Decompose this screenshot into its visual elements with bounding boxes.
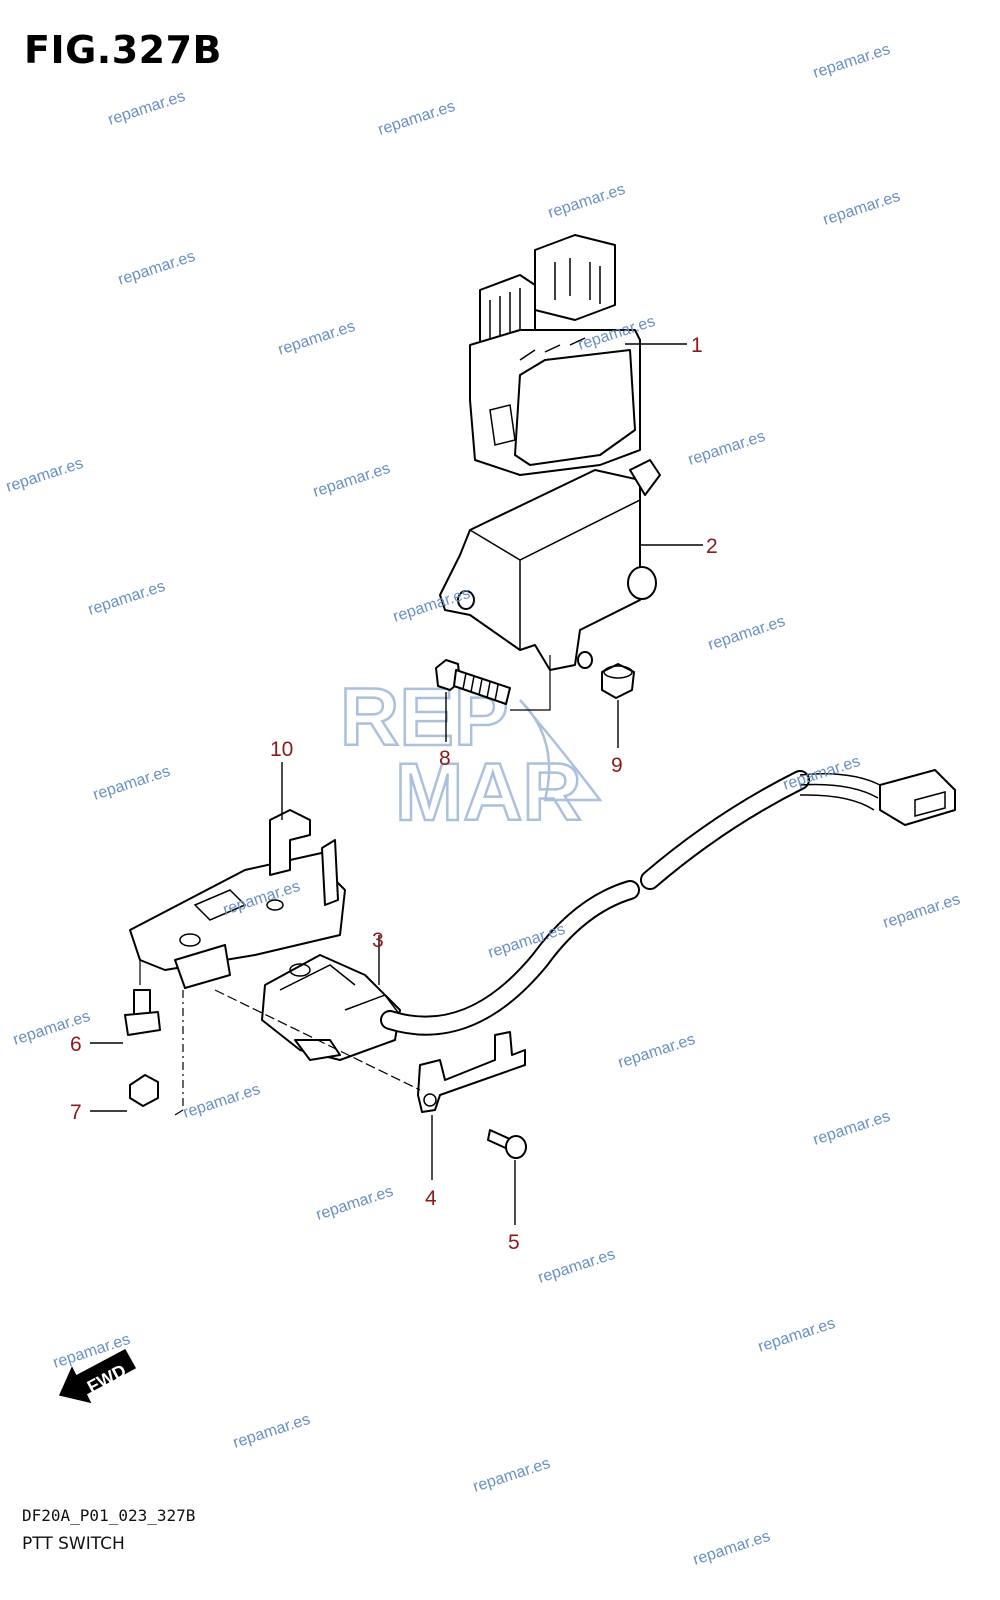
logo-sail-icon bbox=[519, 699, 603, 802]
part-9-collar bbox=[601, 663, 635, 699]
watermark: repamar.es bbox=[691, 1528, 772, 1569]
watermark: repamar.es bbox=[811, 1108, 892, 1149]
callout-10: 10 bbox=[270, 738, 293, 761]
watermark: repamar.es bbox=[811, 41, 892, 82]
watermark: repamar.es bbox=[756, 1315, 837, 1356]
callout-9: 9 bbox=[611, 754, 623, 777]
callout-7: 7 bbox=[70, 1101, 82, 1124]
part-5-screw bbox=[487, 1129, 527, 1159]
callout-8: 8 bbox=[439, 747, 451, 770]
figure-code: DF20A_P01_023_327B bbox=[22, 1506, 196, 1525]
assembly-lines bbox=[139, 655, 551, 1116]
watermark: repamar.es bbox=[536, 1246, 617, 1287]
watermark: repamar.es bbox=[706, 613, 787, 654]
watermark: repamar.es bbox=[376, 98, 457, 139]
callout-6: 6 bbox=[70, 1033, 82, 1056]
part-2-bracket-box bbox=[439, 459, 661, 671]
watermark: repamar.es bbox=[546, 181, 627, 222]
watermark: repamar.es bbox=[686, 428, 767, 469]
watermark: repamar.es bbox=[91, 763, 172, 804]
part-1-controller bbox=[469, 234, 641, 476]
callout-1: 1 bbox=[691, 334, 703, 357]
watermark: repamar.es bbox=[821, 188, 902, 229]
watermark: repamar.es bbox=[4, 455, 85, 496]
part-4-small-bracket bbox=[417, 1031, 526, 1113]
watermark-logo: REP MAR bbox=[339, 671, 603, 839]
part-7-nut bbox=[129, 1074, 159, 1107]
watermark: repamar.es bbox=[314, 1183, 395, 1224]
watermark: repamar.es bbox=[106, 88, 187, 129]
figure-caption: PTT SWITCH bbox=[22, 1534, 125, 1554]
logo-text-bottom: MAR bbox=[395, 747, 582, 838]
leader-lines bbox=[90, 343, 703, 1225]
figure-title: FIG.327B bbox=[24, 28, 223, 72]
callout-labels: 1 2 3 4 5 6 7 8 9 10 bbox=[70, 334, 718, 1254]
callout-3: 3 bbox=[372, 929, 384, 952]
watermark: repamar.es bbox=[311, 460, 392, 501]
watermark: repamar.es bbox=[276, 318, 357, 359]
watermark: repamar.es bbox=[471, 1455, 552, 1496]
watermark: repamar.es bbox=[86, 578, 167, 619]
watermark: repamar.es bbox=[881, 891, 962, 932]
callout-5: 5 bbox=[508, 1231, 520, 1254]
watermark: repamar.es bbox=[616, 1031, 697, 1072]
part-6-bolt bbox=[124, 989, 161, 1036]
part-8-bolt bbox=[435, 659, 511, 705]
ptt-switch-cable bbox=[380, 769, 956, 1036]
watermark: repamar.es bbox=[181, 1081, 262, 1122]
callout-4: 4 bbox=[425, 1187, 437, 1210]
watermark: repamar.es bbox=[231, 1411, 312, 1452]
callout-2: 2 bbox=[706, 535, 718, 558]
part-10-mounting-bracket bbox=[129, 809, 346, 989]
watermark: repamar.es bbox=[116, 248, 197, 289]
